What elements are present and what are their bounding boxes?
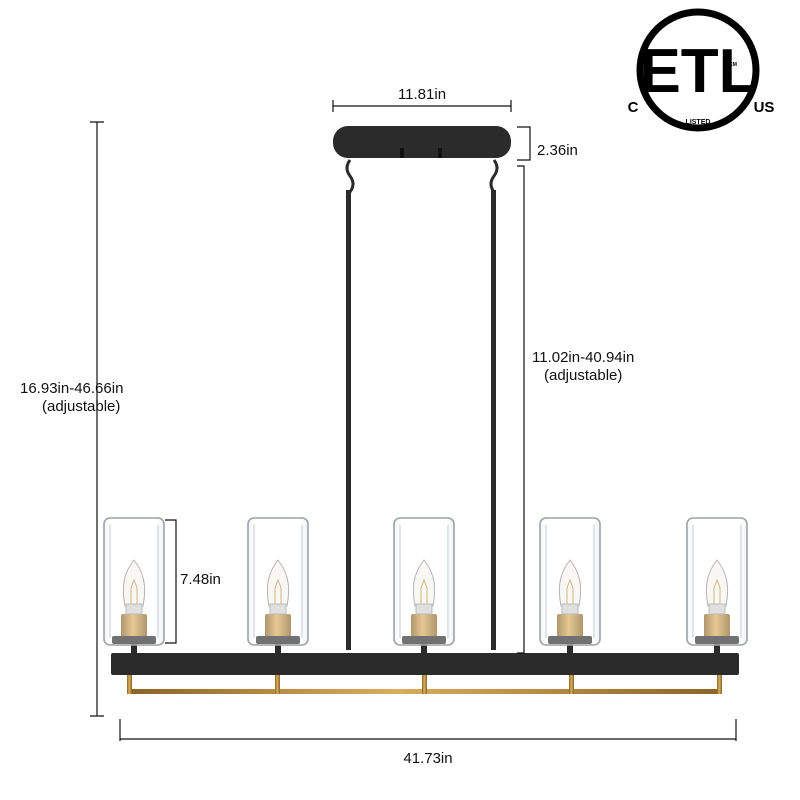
dim-total-height-label-line2: (adjustable) xyxy=(42,398,120,415)
fixture-stem xyxy=(421,644,427,654)
logo-right-letter: US xyxy=(754,99,775,116)
dim-shade-height-label: 7.48in xyxy=(180,571,221,588)
rod-left xyxy=(346,190,351,650)
dim-shade-height-line xyxy=(165,519,177,644)
light-fixture xyxy=(539,517,601,654)
etl-certification-logo: ETL C US LISTED CM xyxy=(628,8,775,132)
dim-canopy-width-label: 11.81in xyxy=(398,86,446,103)
dim-canopy-height-line xyxy=(517,126,531,161)
canopy-hook-right xyxy=(489,159,499,193)
dim-canopy-height-label: 2.36in xyxy=(537,142,578,159)
dim-total-height-line xyxy=(90,121,104,717)
frame-brass-post xyxy=(569,675,574,694)
dim-rod-length-label-line1: 11.02in-40.94in xyxy=(532,349,634,366)
glass-shade xyxy=(247,517,309,646)
dim-total-height-label-line1: 16.93in-46.66in xyxy=(20,380,123,397)
fixture-stem xyxy=(567,644,573,654)
logo-bottom-text: LISTED xyxy=(686,119,711,126)
dim-total-width-label: 41.73in xyxy=(403,750,452,767)
frame-brass-post xyxy=(275,675,280,694)
fixture-stem xyxy=(275,644,281,654)
light-fixture xyxy=(247,517,309,654)
fixture-stem xyxy=(714,644,720,654)
canopy-screw xyxy=(400,148,404,158)
logo-outer-ring xyxy=(636,8,760,132)
rod-right xyxy=(491,190,496,650)
logo-mark-text: ETL xyxy=(639,37,756,106)
canopy xyxy=(333,126,511,193)
frame-brass-post xyxy=(422,675,427,694)
light-fixture xyxy=(103,517,165,654)
fixture-stem xyxy=(131,644,137,654)
suspension-rods xyxy=(346,190,496,650)
dim-rod-length-line xyxy=(517,165,525,654)
canopy-screw xyxy=(438,148,442,158)
frame-brass-post xyxy=(717,675,722,694)
canopy-plate xyxy=(333,126,511,158)
glass-shade xyxy=(686,517,748,646)
frame-bar xyxy=(111,653,739,694)
canopy-hook-left xyxy=(345,159,355,193)
light-fixture xyxy=(393,517,455,654)
dim-rod-length-label-line2: (adjustable) xyxy=(544,367,622,384)
light-fixture xyxy=(686,517,748,654)
frame-main-bar xyxy=(111,653,739,675)
dim-canopy-width-line xyxy=(332,100,512,112)
frame-brass-post xyxy=(127,675,132,694)
dim-total-width-line xyxy=(119,719,737,741)
glass-shade xyxy=(393,517,455,646)
dimension-lines xyxy=(90,100,737,741)
glass-shade xyxy=(103,517,165,646)
glass-shade xyxy=(539,517,601,646)
logo-left-letter: C xyxy=(628,99,639,116)
light-fixtures xyxy=(103,517,748,654)
logo-small-text: CM xyxy=(729,62,737,68)
